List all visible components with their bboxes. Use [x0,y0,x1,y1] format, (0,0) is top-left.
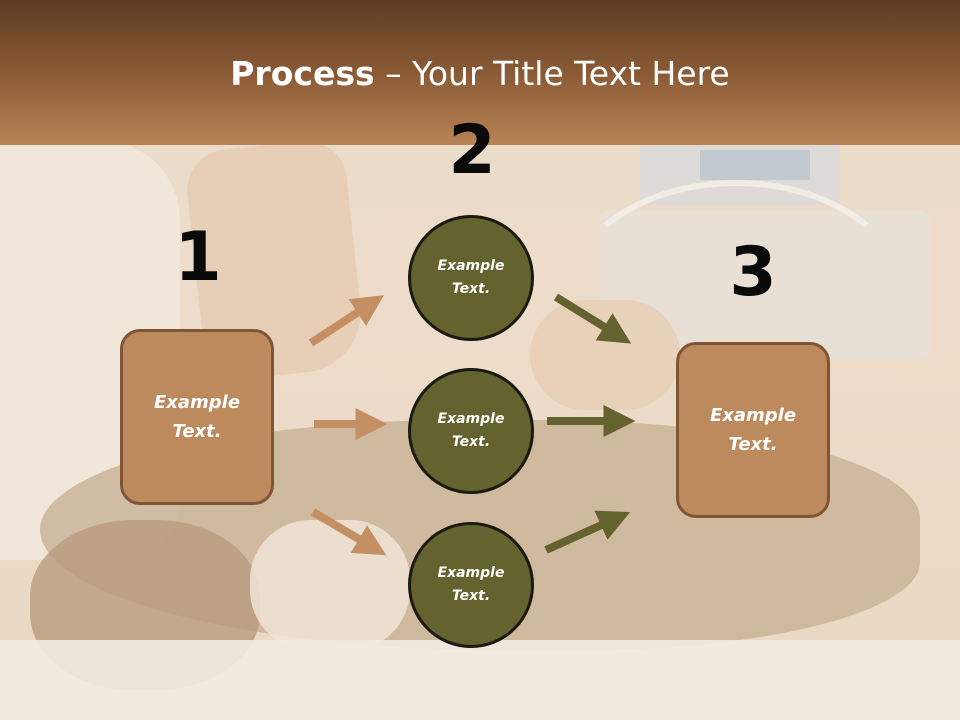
title-bar: Process – Your Title Text Here [0,0,960,145]
arrow-from-top [553,293,632,344]
step-circle-top: Example Text. [408,215,534,341]
step-number-3: 3 [729,233,777,312]
arrow-to-bottom [310,508,387,556]
title-rest: – Your Title Text Here [374,54,730,93]
step-box-left: Example Text. [120,329,274,505]
arrow-to-top [308,295,385,347]
arrow-from-bottom [544,510,631,554]
step-box-right: Example Text. [676,342,830,518]
step-number-2: 2 [448,111,496,190]
step-circle-middle: Example Text. [408,368,534,494]
step-number-1: 1 [174,218,222,297]
slide-title: Process – Your Title Text Here [0,52,960,96]
step-circle-bottom: Example Text. [408,522,534,648]
title-bold: Process [230,54,375,93]
